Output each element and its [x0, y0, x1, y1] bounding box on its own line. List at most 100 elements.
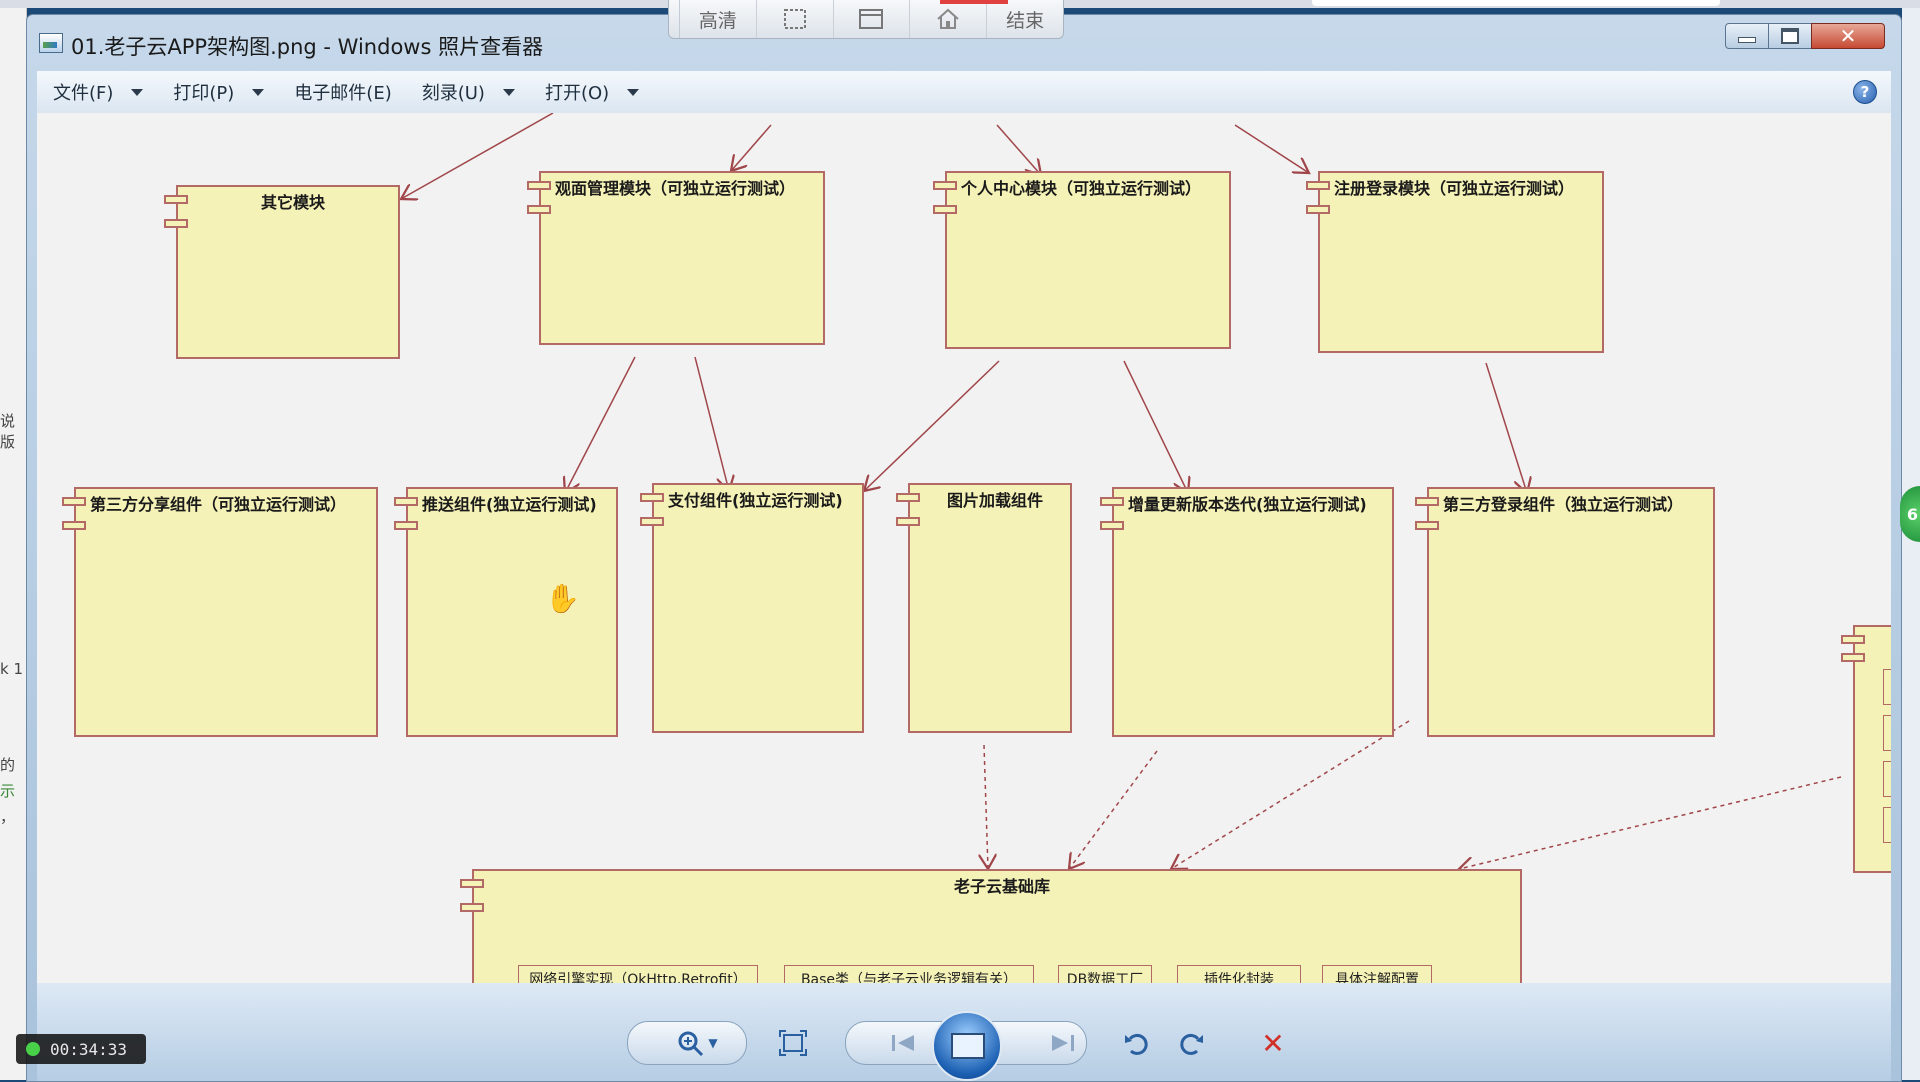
slideshow-button[interactable] [932, 1011, 1002, 1081]
drag-handle[interactable] [669, 0, 680, 38]
zoom-icon[interactable] [673, 1027, 709, 1059]
background-text: k 1 [0, 660, 23, 678]
photo-viewer-window: 01.老子云APP架构图.png - Windows 照片查看器 ✕ 文件(F)… [26, 14, 1902, 1082]
edge-badge[interactable]: 6 [1900, 486, 1920, 542]
component-tab [460, 903, 484, 912]
menu-burn-label: 刻录(U) [421, 83, 485, 104]
menu-print[interactable]: 打印(P) [173, 79, 265, 105]
maximize-icon [1781, 28, 1799, 44]
delete-icon[interactable]: ✕ [1261, 1026, 1285, 1060]
component-tab [527, 205, 551, 214]
module-title: 其它模块 [260, 193, 325, 212]
rotate-left-icon[interactable] [1119, 1027, 1155, 1059]
base-part-annotation: 具体注解配置 [1322, 965, 1432, 983]
component-payment: 支付组件(独立运行测试) [640, 483, 864, 733]
component-incremental-update: 增量更新版本迭代(独立运行测试) [1100, 487, 1394, 737]
hand-cursor-icon: ✋ [545, 582, 580, 615]
title-bar[interactable]: 01.老子云APP架构图.png - Windows 照片查看器 ✕ [27, 15, 1901, 71]
arrow [731, 124, 772, 171]
slideshow-icon [951, 1033, 985, 1059]
module-other: 其它模块 [164, 185, 400, 359]
menu-open-label: 打开(O) [544, 83, 610, 104]
component-tab [640, 517, 664, 526]
arrow [864, 360, 1000, 491]
photo-viewer-app-icon [39, 33, 63, 53]
timer-value: 00:34:33 [50, 1039, 128, 1059]
background-window-left: 说版 k 1 的 示 ， [0, 8, 27, 1080]
chevron-down-icon [502, 88, 515, 96]
menu-email[interactable]: 电子邮件(E) [294, 79, 391, 105]
base-part-network: 网络引擎实现（OkHttp,Retrofit） [518, 965, 758, 983]
image-view-area[interactable]: 其它模块 观面管理模块（可独立运行测试） 个人中心模块（可独立运行测试） 注册登… [37, 113, 1891, 983]
viewer-controls: ▼ ✕ [37, 983, 1891, 1081]
minimize-button[interactable] [1725, 23, 1769, 49]
recorder-quality-button[interactable]: 高清 [680, 0, 757, 38]
chevron-down-icon [627, 88, 640, 96]
recorder-window-button[interactable] [834, 0, 911, 38]
component-tab [933, 205, 957, 214]
top-strip [1312, 0, 1720, 6]
chevron-down-icon [252, 88, 265, 96]
base-library-title: 老子云基础库 [953, 877, 1050, 896]
maximize-button[interactable] [1768, 23, 1812, 49]
recorder-toolbar: 高清 结束 [668, 0, 1064, 39]
background-text: 的 [0, 756, 16, 774]
recorder-home-button[interactable] [910, 0, 988, 38]
component-partial [1841, 625, 1891, 873]
menu-file[interactable]: 文件(F) [53, 79, 144, 105]
component-image-loading: 图片加载组件 [896, 483, 1072, 733]
dependency-arrow [984, 744, 988, 869]
previous-icon[interactable] [885, 1027, 921, 1059]
menu-print-label: 打印(P) [173, 83, 235, 104]
rotate-right-icon[interactable] [1173, 1027, 1209, 1059]
module-personal-center: 个人中心模块（可独立运行测试） [933, 171, 1231, 349]
component-tab [527, 181, 551, 190]
module-register-login: 注册登录模块（可独立运行测试） [1306, 171, 1604, 353]
chevron-down-icon [131, 88, 144, 96]
dependency-arrow [1171, 720, 1410, 869]
region-select-icon [783, 9, 806, 29]
arrow [1234, 124, 1309, 173]
arrow [401, 113, 554, 199]
component-title: 推送组件(独立运行测试) [422, 495, 597, 514]
component-tab [1306, 205, 1330, 214]
menu-open[interactable]: 打开(O) [544, 79, 640, 105]
component-tab [164, 195, 188, 204]
next-icon[interactable] [1045, 1027, 1081, 1059]
component-slot [1883, 761, 1891, 797]
recorder-region-button[interactable] [757, 0, 834, 38]
component-third-party-login: 第三方登录组件（独立运行测试） [1415, 487, 1715, 737]
component-tab [1306, 181, 1330, 190]
component-slot [1883, 715, 1891, 751]
component-tab [1100, 521, 1124, 530]
home-icon [937, 8, 959, 29]
arrow [1123, 360, 1188, 493]
base-part-plugin: 插件化封装 [1177, 965, 1301, 983]
component-tab [164, 219, 188, 228]
arrow [565, 356, 636, 493]
component-slot [1883, 669, 1891, 705]
dependency-arrow [1069, 750, 1158, 869]
menu-bar: 文件(F) 打印(P) 电子邮件(E) 刻录(U) 打开(O) ? [37, 71, 1891, 114]
help-icon[interactable]: ? [1853, 80, 1877, 104]
arrow [1485, 362, 1527, 493]
component-push: 推送组件(独立运行测试) [394, 487, 618, 737]
component-slot [1883, 807, 1891, 843]
component-tab [460, 879, 484, 888]
close-button[interactable]: ✕ [1811, 23, 1885, 49]
minimize-icon [1738, 37, 1756, 43]
chevron-down-icon[interactable]: ▼ [708, 1036, 718, 1050]
recorder-stop-button[interactable]: 结束 [987, 0, 1063, 38]
module-title: 注册登录模块（可独立运行测试） [1334, 179, 1575, 198]
window-title: 01.老子云APP架构图.png - Windows 照片查看器 [71, 35, 544, 59]
component-tab [933, 181, 957, 190]
module-ui-management: 观面管理模块（可独立运行测试） [527, 171, 825, 345]
desktop-right-edge [1902, 8, 1920, 1080]
window-icon [859, 9, 884, 29]
recorder-quality-label: 高清 [698, 9, 737, 32]
component-tab [1415, 497, 1439, 506]
actual-size-icon[interactable] [775, 1027, 811, 1059]
background-text: ， [0, 808, 16, 826]
base-part-base-class: Base类（与老子云业务逻辑有关） [784, 965, 1034, 983]
menu-burn[interactable]: 刻录(U) [422, 79, 515, 105]
